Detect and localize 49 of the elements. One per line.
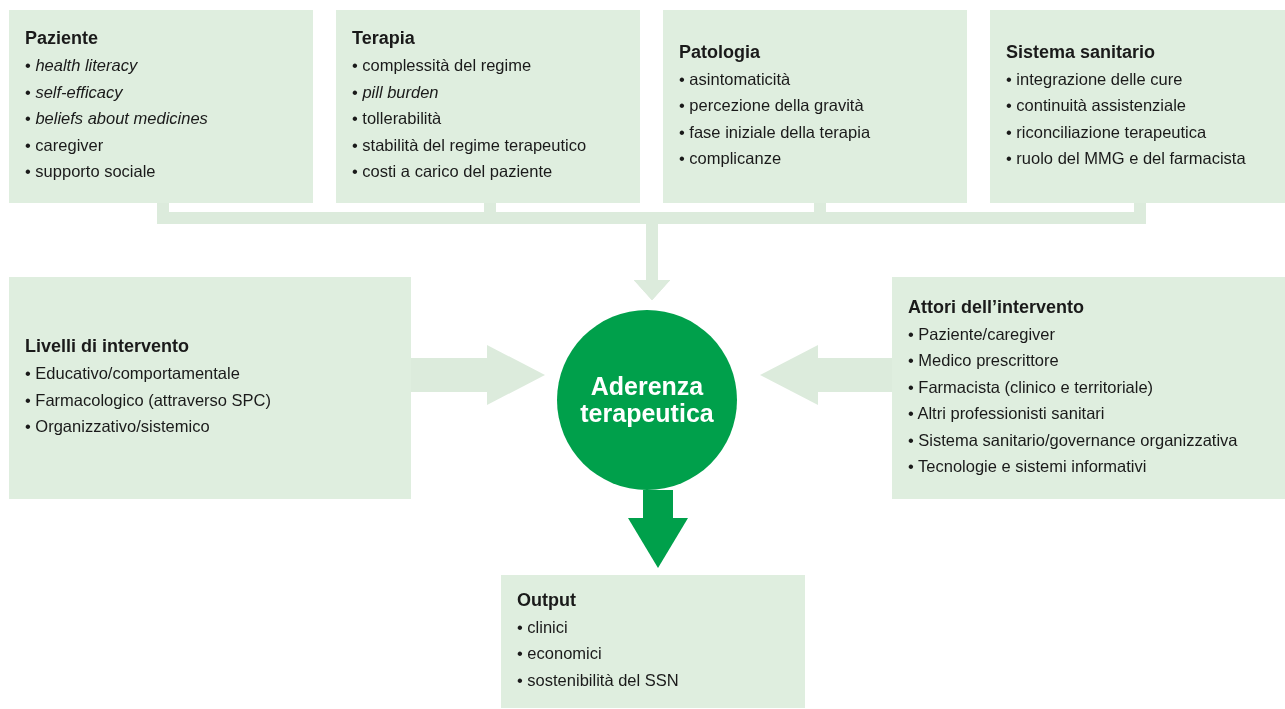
arrow <box>760 345 892 405</box>
list-item: • stabilità del regime terapeutico <box>352 134 587 156</box>
factor-box <box>9 277 411 499</box>
list-item: • supporto sociale <box>25 161 156 183</box>
list-item: • integrazione delle cure <box>1006 68 1183 90</box>
list-item: • costi a carico del paziente <box>352 161 553 183</box>
list-item: • Sistema sanitario/governance organizzativa <box>908 429 1238 451</box>
list-item: • ruolo del MMG e del farmacista <box>1006 148 1246 169</box>
list-item: • continuità assistenziale <box>1006 95 1187 116</box>
list-item: • health literacy <box>25 55 138 77</box>
list-item: • percezione della gravità <box>679 95 864 116</box>
box-heading: Paziente <box>25 28 99 50</box>
list-item: • complessità del regime <box>352 55 532 77</box>
list-item: • Educativo/comportamentale <box>25 363 240 385</box>
box-heading: Patologia <box>679 41 760 63</box>
list-item: • asintomaticità <box>679 68 791 90</box>
list-item: • beliefs about medicines <box>25 108 208 130</box>
arrow <box>411 345 545 405</box>
factor-box <box>990 10 1285 203</box>
list-item: • pill burden <box>352 81 439 103</box>
list-item: • self-efficacy <box>25 81 123 103</box>
list-item: • clinici <box>517 616 568 638</box>
list-item: • fase iniziale della terapia <box>679 121 871 143</box>
box-heading: Sistema sanitario <box>1006 41 1156 63</box>
circle-label: Aderenza terapeutica <box>579 373 715 427</box>
list-item: • complicanze <box>679 148 782 169</box>
list-item: • sostenibilità del SSN <box>517 669 679 691</box>
box-heading: Livelli di intervento <box>25 336 190 358</box>
box-heading: Terapia <box>352 28 415 50</box>
factor-box <box>501 575 805 708</box>
list-item: • tollerabilità <box>352 108 442 130</box>
list-item: • Farmacologico (attraverso SPC) <box>25 389 272 411</box>
list-item: • Farmacista (clinico e territoriale) <box>908 376 1154 398</box>
list-item: • caregiver <box>25 134 104 156</box>
list-item: • Altri professionisti sanitari <box>908 403 1105 424</box>
box-heading: Attori dell’intervento <box>908 296 1084 318</box>
factor-box <box>892 277 1285 499</box>
list-item: • riconciliazione terapeutica <box>1006 121 1207 143</box>
list-item: • economici <box>517 643 602 665</box>
factor-box <box>9 10 313 203</box>
list-item: • Organizzativo/sistemico <box>25 416 210 438</box>
list-item: • Paziente/caregiver <box>908 323 1056 345</box>
box-heading: Output <box>517 589 576 611</box>
list-item: • Medico prescrittore <box>908 350 1059 371</box>
list-item: • Tecnologie e sistemi informativi <box>908 456 1147 477</box>
circle-node <box>557 310 737 490</box>
factor-box <box>663 10 967 203</box>
arrow <box>628 490 688 568</box>
factor-box <box>336 10 640 203</box>
